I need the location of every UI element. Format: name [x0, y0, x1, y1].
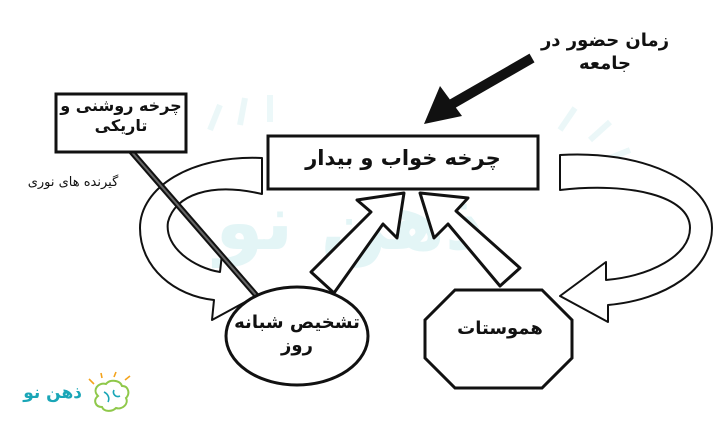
hormones-label: هموستات	[457, 318, 543, 339]
social-time-label: زمان حضور در جامعه	[540, 30, 670, 74]
light-dark-cycle-label: چرخه روشنی و تاریکی	[60, 96, 182, 135]
right-cycle-arrow	[559, 153, 713, 323]
sleep-wake-box	[266, 134, 540, 191]
brand-logo: ذهن نو	[23, 383, 82, 403]
brain-logo-icon	[88, 371, 131, 412]
hormones-to-center-arrow	[418, 191, 522, 288]
sleep-wake-cycle-label: چرخه خواب و بیدار	[305, 146, 501, 170]
day-night-ellipse	[224, 285, 370, 387]
day-night-to-center-arrow	[309, 191, 406, 295]
photoreceptors-label: گیرنده های نوری	[27, 175, 119, 190]
light-dark-connector	[127, 148, 265, 304]
hormones-octagon	[423, 288, 574, 390]
social-time-arrow	[424, 53, 535, 124]
light-dark-box-frame	[54, 92, 188, 154]
watermark-rays	[207, 95, 632, 163]
day-night-detection-label: تشخیص شبانه روز	[234, 312, 360, 356]
